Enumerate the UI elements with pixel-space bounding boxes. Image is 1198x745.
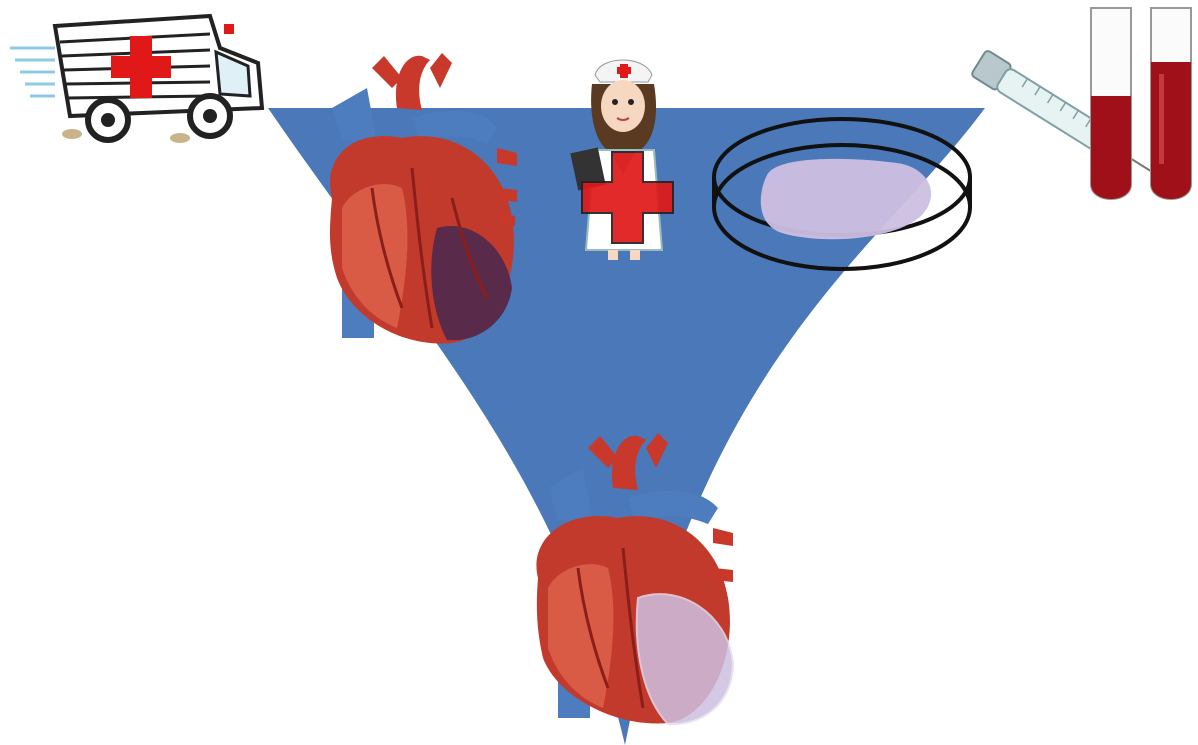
blood-tubes-icon [1085,4,1197,209]
heart-infarct-icon [312,48,522,348]
heart-patch-icon [528,428,738,728]
red-cross-icon [580,150,675,245]
petri-dish-icon [712,115,977,275]
ambulance-icon [10,8,270,148]
